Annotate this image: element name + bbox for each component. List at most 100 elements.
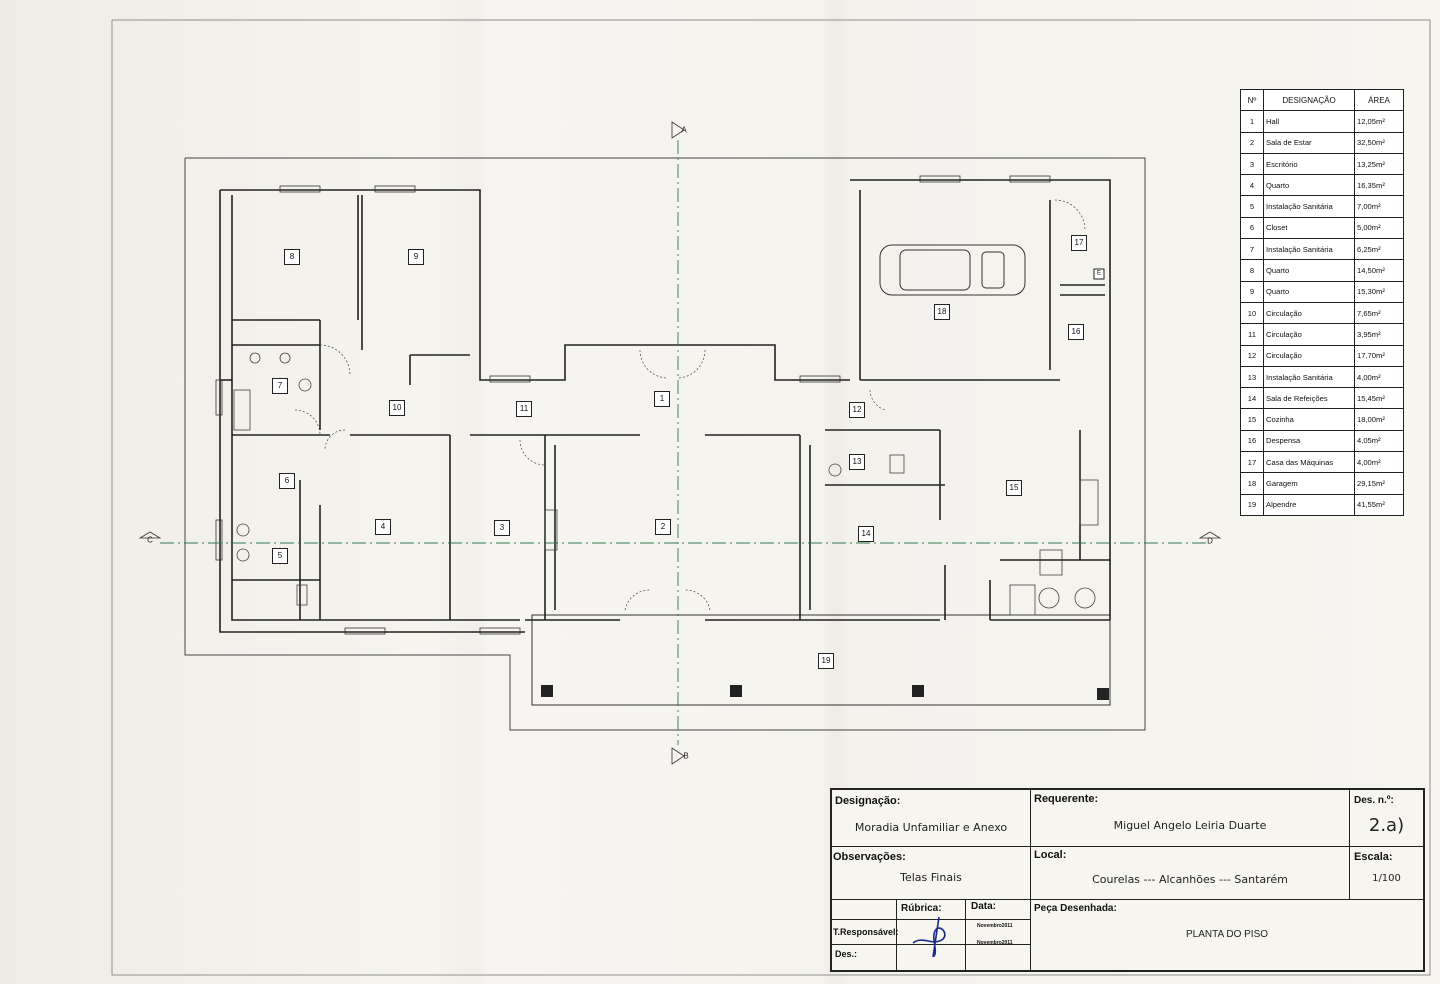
area-cell-area: 32,50m² — [1354, 131, 1404, 154]
area-cell-name: Circulação — [1263, 323, 1355, 346]
room-label-16: 16 — [1068, 324, 1084, 340]
room-label-6: 6 — [279, 473, 295, 489]
data-label: Data: — [971, 901, 997, 912]
area-cell-name: Circulação — [1263, 301, 1355, 325]
section-mark-d: D — [1207, 536, 1213, 546]
header-area: ÁREA — [1354, 88, 1404, 112]
area-cell-area: 12,05m² — [1354, 110, 1404, 133]
des-n-label: Des. n.º: — [1354, 795, 1394, 806]
area-cell-name: Quarto — [1263, 280, 1355, 303]
area-cell-num: 18 — [1240, 472, 1264, 495]
area-cell-area: 14,50m² — [1354, 259, 1404, 282]
area-cell-area: 5,00m² — [1354, 216, 1404, 240]
room-label-18: 18 — [934, 304, 950, 320]
peca-value: PLANTA DO PISO — [1185, 929, 1269, 940]
room-label-5: 5 — [272, 548, 288, 564]
area-cell-name: Instalação Sanitária — [1263, 365, 1355, 389]
area-cell-name: Closet — [1263, 216, 1355, 240]
escala-value: 1/100 — [1372, 873, 1401, 884]
area-cell-area: 16,35m² — [1354, 174, 1404, 197]
t-responsavel-label: T.Responsável: — [833, 927, 899, 937]
header-num: Nº — [1240, 88, 1264, 112]
room-label-9: 9 — [408, 249, 424, 265]
area-cell-area: 15,30m² — [1354, 280, 1404, 303]
area-cell-name: Sala de Refeições — [1263, 387, 1355, 410]
area-cell-name: Sala de Estar — [1263, 131, 1355, 154]
area-cell-area: 7,00m² — [1354, 195, 1404, 218]
area-cell-name: Circulação — [1263, 344, 1355, 367]
requerente-label: Requerente: — [1034, 793, 1099, 805]
signature-icon — [912, 916, 946, 957]
small-mark: E — [1093, 268, 1105, 280]
room-label-19: 19 — [818, 653, 834, 669]
lot-outline — [184, 157, 1146, 731]
peca-label: Peça Desenhada: — [1034, 903, 1117, 914]
area-cell-name: Alpendre — [1263, 493, 1355, 516]
des-n-value: 2.a) — [1368, 815, 1405, 836]
porch-column — [541, 685, 553, 697]
area-cell-area: 15,45m² — [1354, 387, 1404, 410]
area-cell-num: 10 — [1240, 301, 1264, 325]
area-cell-name: Hall — [1263, 110, 1355, 133]
porch-column — [912, 685, 924, 697]
area-cell-area: 13,25m² — [1354, 152, 1404, 176]
area-cell-num: 12 — [1240, 344, 1264, 367]
area-cell-area: 3,95m² — [1354, 323, 1404, 346]
fixtures — [233, 352, 1099, 616]
section-axes — [160, 140, 1210, 745]
area-cell-num: 16 — [1240, 429, 1264, 453]
area-cell-name: Garagem — [1263, 472, 1355, 495]
area-cell-num: 5 — [1240, 195, 1264, 218]
section-mark-c: C — [147, 535, 153, 545]
area-cell-name: Quarto — [1263, 174, 1355, 197]
area-cell-num: 14 — [1240, 387, 1264, 410]
escala-label: Escala: — [1354, 851, 1393, 863]
room-label-11: 11 — [516, 401, 532, 417]
header-name: DESIGNAÇÃO — [1263, 88, 1355, 112]
room-label-13: 13 — [849, 454, 865, 470]
section-mark-b: B — [683, 751, 689, 761]
room-label-7: 7 — [272, 378, 288, 394]
porch-column — [1097, 688, 1109, 700]
windows — [215, 175, 1051, 635]
area-cell-num: 9 — [1240, 280, 1264, 303]
area-cell-area: 7,65m² — [1354, 301, 1404, 325]
area-cell-num: 19 — [1240, 493, 1264, 516]
area-cell-name: Escritório — [1263, 152, 1355, 176]
observacoes-label: Observações: — [833, 851, 906, 863]
area-cell-num: 15 — [1240, 408, 1264, 431]
designacao-label: Designação: — [835, 795, 901, 807]
date-2: Novembro2011 — [977, 940, 1013, 946]
area-cell-area: 18,00m² — [1354, 408, 1404, 431]
area-cell-num: 11 — [1240, 323, 1264, 346]
date-1: Novembro2011 — [977, 923, 1013, 929]
des-label: Des.: — [835, 949, 858, 959]
room-label-14: 14 — [858, 526, 874, 542]
area-cell-area: 17,70m² — [1354, 344, 1404, 367]
area-cell-name: Cozinha — [1263, 408, 1355, 431]
area-cell-name: Quarto — [1263, 259, 1355, 282]
section-markers — [138, 121, 1222, 765]
area-cell-area: 4,00m² — [1354, 365, 1404, 389]
area-cell-name: Instalação Sanitária — [1263, 195, 1355, 218]
area-cell-area: 6,25m² — [1354, 238, 1404, 261]
area-cell-name: Despensa — [1263, 429, 1355, 453]
area-cell-area: 41,55m² — [1354, 493, 1404, 516]
